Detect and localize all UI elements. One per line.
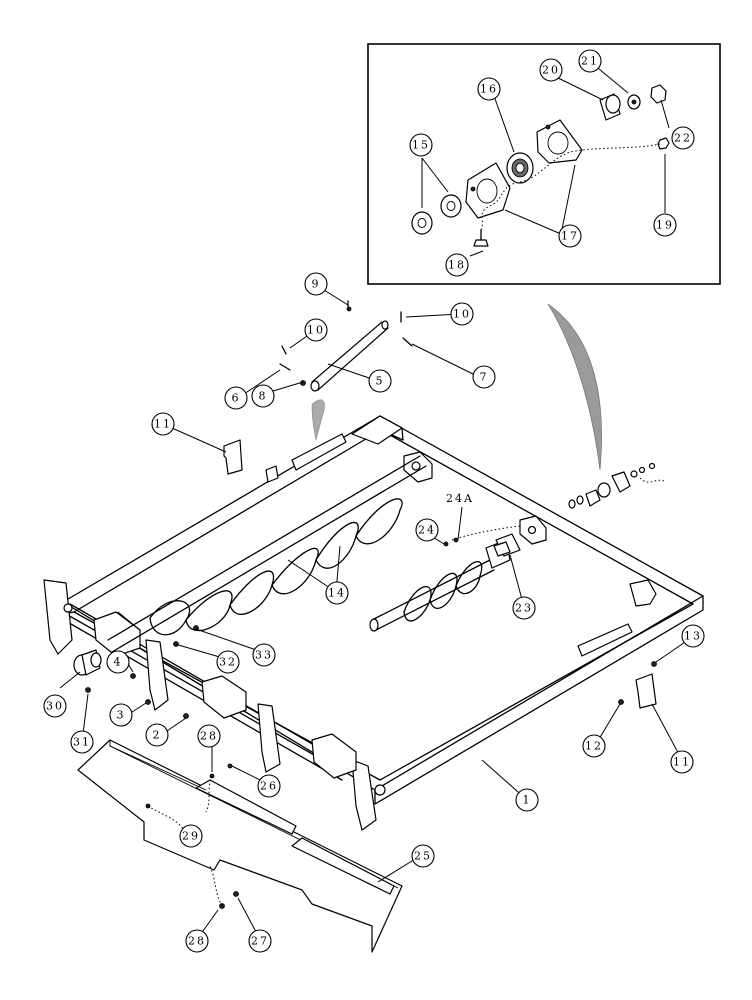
callout-7: 7 [472,365,496,389]
callout-24: 24 [415,518,439,542]
svg-text:15: 15 [412,139,430,152]
callout-3: 3 [109,703,133,727]
bracket-clip [635,673,657,709]
svg-text:24: 24 [418,524,436,537]
svg-text:16: 16 [480,83,498,96]
right-bearing-set [568,462,667,509]
svg-text:4: 4 [114,656,123,669]
callout-11: 11 [670,750,694,774]
callout-17: 17 [558,224,582,248]
callout-10: 10 [304,318,328,342]
svg-text:11: 11 [673,756,691,769]
svg-text:33: 33 [255,649,273,662]
svg-text:21: 21 [581,55,599,68]
callout-9: 9 [304,272,328,296]
svg-text:27: 27 [251,935,269,948]
svg-text:12: 12 [585,740,603,753]
svg-text:17: 17 [561,230,579,243]
callout-balloons: 1 2 2 3 4 5 6 7 8 9 10 10 11 11 12 13 14… [43,49,705,953]
svg-text:31: 31 [73,736,91,749]
auger-frame [43,415,704,831]
callout-28: 28 [185,929,209,953]
svg-text:6: 6 [232,392,241,405]
callout-29: 29 [179,824,203,848]
collar [599,93,621,121]
callout-30: 30 [43,694,67,718]
svg-text:13: 13 [684,630,702,643]
callout-32: 32 [216,650,240,674]
svg-text:14: 14 [328,587,346,600]
svg-text:18: 18 [448,259,466,272]
callout-21: 21 [578,49,602,73]
svg-text:7: 7 [480,371,489,384]
svg-text:9: 9 [312,278,321,291]
drive-shaft [279,300,413,441]
svg-text:22: 22 [674,132,692,145]
callout-11: 11 [151,412,175,436]
callout-8: 8 [251,384,275,408]
bearing [506,152,534,184]
callout-15: 15 [409,133,433,157]
callout-26: 26 [257,774,281,798]
svg-text:11: 11 [154,418,172,431]
callout-23: 23 [512,596,536,620]
flange-plate-pair [465,119,583,219]
callout-25: 25 [411,844,435,868]
callout-22: 22 [671,126,695,150]
bracket-clip [223,439,243,475]
carriage-bolt [473,229,489,247]
callout-2: 2 [156,729,165,742]
svg-text:23: 23 [515,602,533,615]
callout-18: 18 [445,253,469,277]
svg-text:26: 26 [260,780,278,793]
deflector-shield [77,739,403,953]
detail-pointer-wedge [547,303,602,471]
callout-14: 14 [325,581,349,605]
svg-text:20: 20 [542,64,560,77]
callout-2: 2 [145,723,169,747]
flat-washer-pair [411,194,462,235]
callout-12: 12 [582,734,606,758]
callout-1: 1 [515,788,539,812]
gearbox-coupler [73,649,102,676]
svg-text:10: 10 [453,308,471,321]
svg-text:5: 5 [376,375,385,388]
callout-28: 28 [197,724,221,748]
callout-6: 6 [224,386,248,410]
nut [346,306,352,312]
callout-33: 33 [252,643,276,667]
callout-24A: 24A [446,492,474,505]
svg-text:19: 19 [656,219,674,232]
svg-text:8: 8 [259,390,268,403]
svg-text:28: 28 [200,730,218,743]
lock-nut [657,137,670,150]
callout-13: 13 [681,624,705,648]
callout-4: 4 [106,650,130,674]
auger-flighting [107,455,521,653]
svg-text:25: 25 [414,850,432,863]
callout-16: 16 [477,77,501,101]
callout-19: 19 [653,213,677,237]
callout-27: 27 [248,929,272,953]
svg-text:32: 32 [219,656,237,669]
callout-10: 10 [450,302,474,326]
svg-text:28: 28 [188,935,206,948]
callout-20: 20 [539,58,563,82]
svg-text:30: 30 [46,700,64,713]
svg-text:10: 10 [307,324,325,337]
bearing-detail-inset [367,43,721,285]
svg-text:2: 2 [153,729,162,742]
svg-text:3: 3 [117,709,126,722]
callout-5: 5 [368,369,392,393]
svg-text:29: 29 [182,830,200,843]
hex-nut [650,84,667,104]
svg-text:1: 1 [523,794,532,807]
callout-31: 31 [70,730,94,754]
